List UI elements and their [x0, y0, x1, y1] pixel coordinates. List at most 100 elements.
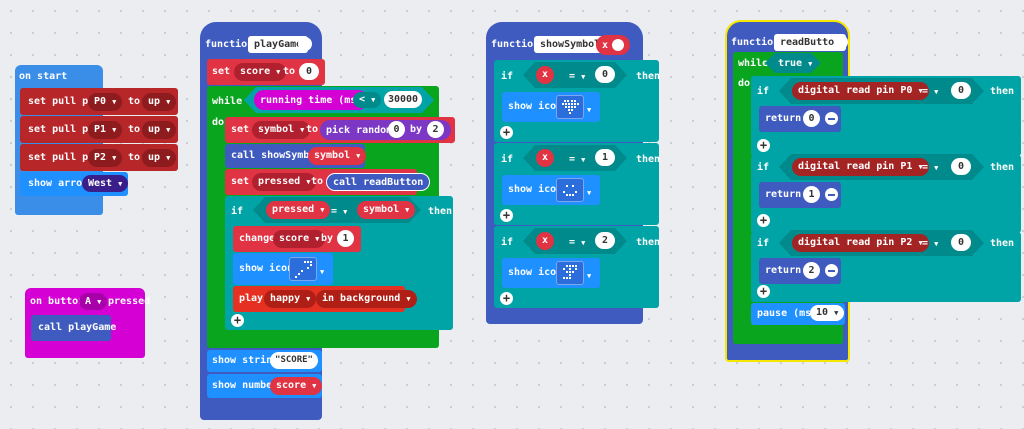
score-reporter[interactable]: score ▼ [270, 377, 323, 395]
to-label: to [311, 176, 324, 187]
digital-read-pin-reporter[interactable]: digital read pin P0 ▼ [792, 82, 929, 100]
add-else-plus-icon[interactable]: + [757, 139, 770, 152]
string-value[interactable]: "SCORE" [270, 352, 318, 369]
equals-operator[interactable]: = ▼ [569, 154, 586, 165]
x-reporter[interactable]: x [536, 66, 555, 84]
chevron-down-icon[interactable]: ▼ [587, 106, 592, 114]
compare-value[interactable]: 0 [595, 66, 615, 83]
chevron-down-icon[interactable]: ▼ [320, 268, 325, 276]
pick-random-block[interactable]: pick random [320, 120, 451, 140]
symbol-variable-dropdown[interactable]: symbol ▼ [252, 121, 311, 139]
remove-param-icon [612, 39, 625, 51]
random-min-value[interactable]: 0 [388, 121, 405, 138]
pressed-label: pressed [108, 296, 151, 307]
score-variable-dropdown[interactable]: score ▼ [273, 230, 326, 248]
symbol-reporter[interactable]: symbol ▼ [357, 201, 416, 219]
true-dropdown[interactable] [765, 53, 821, 73]
change-amount-value[interactable]: 1 [337, 230, 354, 247]
equals-operator[interactable]: = ▼ [922, 86, 939, 97]
compare-value[interactable]: 0 [951, 82, 971, 99]
equals-operator[interactable]: = ▼ [922, 238, 939, 249]
x-reporter[interactable]: x [536, 232, 555, 250]
remove-return-icon[interactable] [825, 188, 838, 201]
add-else-plus-icon[interactable]: + [500, 126, 513, 139]
if-label: if [501, 237, 514, 248]
x-reporter[interactable]: x [536, 149, 555, 167]
pressed-variable-dropdown[interactable]: pressed ▼ [252, 173, 317, 191]
chevron-down-icon[interactable]: ▼ [587, 272, 592, 280]
add-else-plus-icon[interactable]: + [500, 292, 513, 305]
function-name-readbutton[interactable]: readButton [774, 34, 847, 51]
true-value[interactable]: true ▼ [778, 58, 813, 69]
compare-value[interactable]: 0 [951, 234, 971, 251]
less-than-operator[interactable]: < ▼ [353, 92, 382, 108]
while-label: while [738, 58, 769, 69]
pressed-reporter[interactable]: pressed ▼ [266, 201, 331, 219]
score-initial-value[interactable]: 0 [299, 63, 319, 80]
then-label: then [990, 86, 1015, 97]
function-keyword: function [731, 37, 780, 48]
compare-value[interactable]: 1 [595, 149, 615, 166]
led-icon-picker[interactable] [556, 261, 584, 285]
show-arrow-label: show arrow [28, 178, 89, 189]
set-pull-pin-label: set pull pin [28, 96, 101, 107]
digital-read-pin-reporter[interactable]: digital read pin P1 ▼ [792, 158, 929, 176]
equals-operator[interactable]: = ▼ [569, 71, 586, 82]
call-playgame-block[interactable] [31, 315, 111, 341]
pause-duration-dropdown[interactable]: 10 ▼ [810, 305, 845, 321]
by-label: by [321, 233, 334, 244]
button-dropdown[interactable]: A ▼ [79, 293, 108, 310]
remove-return-icon[interactable] [825, 264, 838, 277]
then-label: then [636, 154, 661, 165]
add-else-plus-icon[interactable]: + [500, 209, 513, 222]
if-label: if [231, 206, 244, 217]
compare-value[interactable]: 0 [951, 158, 971, 175]
led-icon-picker[interactable] [289, 257, 317, 281]
show-icon-label: show icon [508, 267, 563, 278]
on-start-label: on start [19, 71, 68, 82]
collapse-chevron-icon[interactable] [834, 35, 848, 49]
chevron-down-icon[interactable]: ▼ [587, 189, 592, 197]
add-else-plus-icon[interactable]: + [757, 214, 770, 227]
arrow-direction-dropdown[interactable]: West ▼ [82, 175, 129, 192]
function-keyword: function [205, 39, 254, 50]
if-label: if [757, 162, 770, 173]
mode-dropdown-p1[interactable]: up ▼ [142, 121, 177, 139]
digital-read-pin-reporter[interactable]: digital read pin P2 ▼ [792, 234, 929, 252]
running-time-reporter[interactable]: running time (ms) [254, 90, 369, 110]
time-limit-value[interactable]: 30000 [384, 91, 422, 108]
show-icon-label: show icon [508, 101, 563, 112]
pin-dropdown-p1[interactable]: P1 ▼ [88, 121, 123, 139]
playback-mode-dropdown[interactable]: in background ▼ [316, 290, 417, 308]
melody-dropdown[interactable]: happy ▼ [264, 290, 317, 308]
call-readbutton-reporter[interactable]: call readButton [326, 173, 431, 191]
mode-dropdown-p2[interactable]: up ▼ [142, 149, 177, 167]
function-name-showsymbol[interactable]: showSymbol [534, 36, 607, 53]
set-label: set [231, 176, 250, 187]
add-else-plus-icon[interactable]: + [757, 285, 770, 298]
collapse-chevron-icon[interactable] [298, 37, 312, 51]
led-icon-picker[interactable] [556, 178, 584, 202]
pin-dropdown-p0[interactable]: P0 ▼ [88, 93, 123, 111]
equals-operator[interactable]: = ▼ [922, 162, 939, 173]
function-name-playgame[interactable]: playGame [248, 36, 309, 53]
equals-operator[interactable]: = ▼ [569, 237, 586, 248]
add-else-plus-icon[interactable]: + [231, 314, 244, 327]
to-label: by [410, 124, 423, 135]
param-x[interactable]: x [596, 35, 631, 55]
led-icon-picker[interactable] [556, 95, 584, 119]
return-value[interactable]: 1 [803, 186, 820, 203]
random-max-value[interactable]: 2 [427, 121, 444, 138]
pin-dropdown-p2[interactable]: P2 ▼ [88, 149, 123, 167]
equals-operator[interactable]: = ▼ [331, 206, 348, 217]
return-value[interactable]: 2 [803, 262, 820, 279]
play-label: play [239, 293, 264, 304]
remove-return-icon[interactable] [825, 112, 838, 125]
score-variable-dropdown[interactable]: score ▼ [234, 63, 287, 81]
compare-value[interactable]: 2 [595, 232, 615, 249]
return-value[interactable]: 0 [803, 110, 820, 127]
symbol-argument[interactable]: symbol ▼ [308, 147, 367, 165]
then-label: then [990, 162, 1015, 173]
mode-dropdown-p0[interactable]: up ▼ [142, 93, 177, 111]
while-label: while [212, 96, 243, 107]
